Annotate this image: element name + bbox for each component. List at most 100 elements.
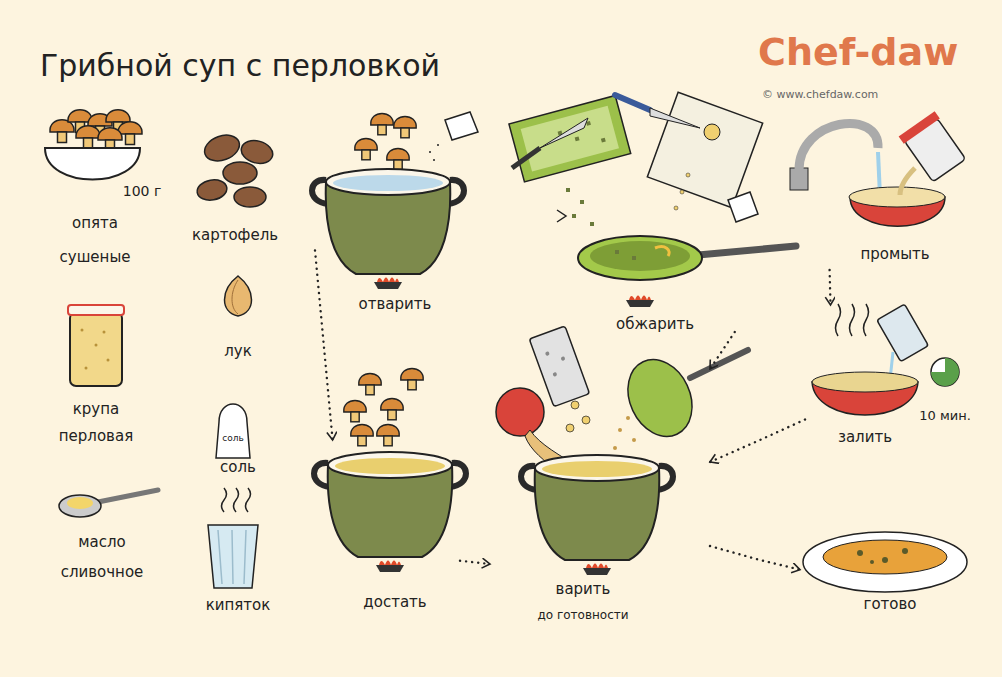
frying-pan-part-part: [615, 250, 619, 254]
cook-pot-part-part-part: [545, 351, 550, 356]
onion: [225, 276, 252, 316]
frying-pan-part: [615, 250, 636, 260]
frying-pan-part: [626, 296, 654, 308]
drain-pot-part: [335, 458, 445, 474]
cutting-boards-part-part-part: [575, 136, 580, 141]
step-caption: отварить: [359, 295, 432, 313]
soup-plate-part-part: [902, 548, 908, 554]
cook-pot-part: [521, 455, 673, 560]
salt-shaker: [216, 404, 250, 458]
butter-spoon: [59, 490, 158, 517]
potatoes-part: [201, 131, 243, 166]
cutting-boards-part-part: [580, 200, 584, 204]
soak-bowl-part: [931, 358, 959, 386]
cook-pot-part-part: [529, 326, 589, 407]
cutting-boards: [509, 92, 763, 226]
boil-pot: [312, 112, 478, 289]
title: Грибной суп с перловкой: [40, 48, 440, 84]
cook-pot-part-part: [613, 446, 617, 450]
cutting-boards-part: [647, 92, 762, 207]
cutting-boards-part-part: [566, 188, 570, 192]
hot-water-glass-part: [218, 530, 246, 584]
cutting-boards-part-part: [647, 92, 762, 207]
boil-pot-part: [445, 112, 478, 140]
salt-shaker-part: [216, 404, 250, 458]
dotted-arrow: [710, 420, 805, 462]
faucet-part: [790, 168, 808, 190]
hot-water-glass: [208, 488, 258, 588]
frying-pan-part: [698, 246, 796, 255]
boil-pot-part: [374, 278, 402, 290]
ingredient-label: лук: [224, 342, 252, 360]
soup-plate-part: [823, 540, 947, 574]
faucet: [790, 111, 967, 226]
potatoes-part: [223, 162, 257, 184]
recipe-step: обжарить: [575, 220, 800, 332]
cutting-boards-part-part: [590, 222, 594, 226]
ingredient-label: соль: [222, 433, 244, 444]
soup-plate-part-part: [870, 560, 874, 564]
barley-jar-part-part: [95, 344, 98, 347]
drain-pot-part: [359, 373, 382, 394]
boil-pot-part-part: [433, 159, 435, 161]
boil-pot-part: [387, 148, 410, 169]
cutting-boards-part: [728, 192, 758, 222]
cook-pot-part: [529, 326, 589, 407]
hot-water-glass-part: [222, 488, 251, 512]
potatoes-part: [234, 187, 266, 207]
barley-jar-part-part: [81, 329, 84, 332]
ingredient-label: масло сливочное: [50, 527, 154, 587]
cutting-boards-part: [615, 95, 650, 110]
drain-pot-part: [344, 400, 367, 421]
cutting-boards-part: [509, 95, 631, 181]
boil-pot-part: [394, 116, 417, 137]
recipe-step: готово: [800, 525, 970, 620]
soup-plate-part-part: [857, 550, 863, 556]
cook-pot: [496, 326, 748, 575]
cutting-boards-part-part: [680, 190, 684, 194]
dotted-arrow: [828, 270, 831, 305]
hot-water-glass-part: [208, 525, 258, 588]
drain-pot-part: [376, 561, 404, 573]
mushroom-bowl-part: [50, 120, 74, 143]
cutting-boards-part-part: [674, 206, 678, 210]
step-caption: варить: [556, 580, 611, 598]
cook-pot-part-part-part: [560, 356, 565, 361]
faucet-part-part: [899, 111, 940, 144]
cook-pot-part: [616, 349, 704, 447]
boil-pot-part-part: [437, 144, 439, 146]
step-caption: достать: [363, 593, 426, 611]
recipe-step: достать: [320, 440, 460, 615]
copyright-note: © www.chefdaw.com: [762, 88, 878, 101]
cook-pot-part-part: [626, 416, 630, 420]
cook-pot-part: [542, 461, 652, 477]
butter-spoon-part: [98, 490, 158, 502]
barley-jar-part-part: [107, 359, 110, 362]
boil-pot-part: [312, 169, 464, 274]
faucet-part: [900, 168, 915, 195]
drain-pot-part: [381, 398, 404, 419]
ingredient-label: кипяток: [206, 596, 271, 614]
step-caption: обжарить: [616, 315, 694, 333]
step-note: до готовности: [537, 608, 628, 622]
faucet-part: [799, 123, 878, 170]
onion-part: [225, 276, 252, 316]
boil-pot-part: [371, 113, 394, 134]
step-caption: залить: [838, 428, 892, 446]
soak-bowl: [812, 304, 959, 415]
boil-pot-part: [333, 175, 443, 191]
barley-jar: [68, 305, 124, 386]
recipe-step: залить10 мин.: [805, 305, 975, 450]
cutting-boards-part: [557, 210, 566, 222]
frying-pan: [578, 236, 796, 307]
cutting-boards-part-part: [572, 214, 576, 218]
cook-pot-part: [566, 401, 590, 432]
drain-pot-part: [401, 368, 424, 389]
cutting-boards-part: [674, 173, 690, 210]
recipe-step: варить до готовности: [490, 330, 710, 630]
frying-pan-part: [655, 247, 669, 256]
drain-pot-part: [314, 452, 466, 557]
cutting-boards-part: [540, 118, 588, 148]
dotted-arrow: [460, 561, 490, 564]
